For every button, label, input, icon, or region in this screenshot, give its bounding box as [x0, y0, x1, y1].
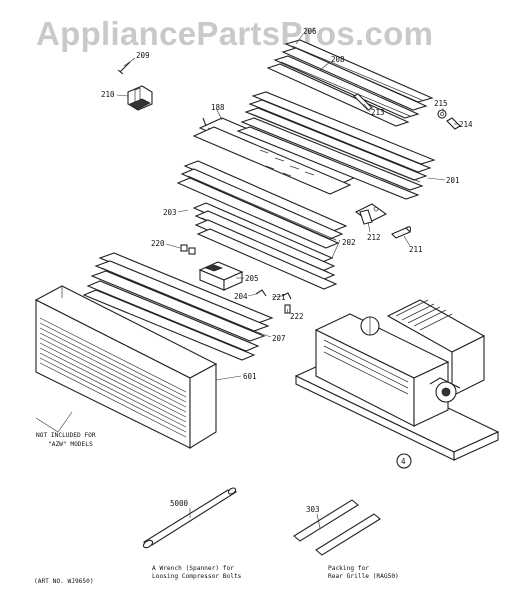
label-206: 206 — [303, 27, 317, 36]
part-201-rail-group — [236, 91, 436, 200]
part-221-clip — [281, 292, 292, 300]
part-215-nut — [437, 109, 447, 119]
callout-4: 4 — [396, 453, 412, 469]
part-204-clip — [255, 289, 267, 297]
notes: NOT INCLUDED FOR "AZW" MODELS A Wrench (… — [34, 432, 399, 585]
label-212: 212 — [367, 233, 381, 242]
label-207: 207 — [272, 334, 286, 343]
label-213: 213 — [371, 108, 385, 117]
part-220-plug — [180, 244, 196, 255]
part-208-rail-set — [266, 39, 434, 127]
part-202-rail-group — [192, 202, 338, 290]
watermark-text: AppliancePartsPros.com — [36, 15, 433, 52]
label-202: 202 — [342, 238, 356, 247]
part-303-packing — [293, 499, 381, 556]
part-labels: 209 210 206 208 188 213 215 214 201 203 … — [101, 27, 473, 514]
label-601: 601 — [243, 372, 257, 381]
chassis-unit — [294, 299, 500, 461]
label-303: 303 — [306, 505, 320, 514]
part-211-hook — [391, 226, 412, 239]
label-211: 211 — [409, 245, 423, 254]
label-208: 208 — [331, 55, 345, 64]
part-209-screw — [117, 61, 131, 75]
note-packing-2: Rear Grille (RAG50) — [328, 573, 399, 580]
part-212-bracket — [354, 203, 388, 225]
part-601-front-cover — [34, 285, 218, 449]
label-188: 188 — [211, 103, 225, 112]
part-222-plug — [284, 304, 291, 314]
part-188-panel — [192, 117, 360, 195]
part-214-screw — [446, 117, 461, 130]
part-207-front-rails — [82, 252, 274, 361]
leader-lines — [35, 33, 458, 529]
label-4: 4 — [401, 457, 406, 466]
label-210: 210 — [101, 90, 115, 99]
note-not-included-1: NOT INCLUDED FOR — [36, 432, 96, 439]
note-not-included-2: "AZW" MODELS — [48, 441, 93, 448]
label-201: 201 — [446, 176, 460, 185]
part-5000-wrench — [142, 487, 238, 549]
part-203-rail — [176, 160, 348, 249]
label-203: 203 — [163, 208, 177, 217]
label-204: 204 — [234, 292, 248, 301]
label-221: 221 — [272, 293, 286, 302]
label-215: 215 — [434, 99, 448, 108]
note-wrench-2: Loosing Compressor Bolts — [152, 573, 242, 580]
label-205: 205 — [245, 274, 259, 283]
note-packing-1: Packing for — [328, 565, 369, 572]
note-art-no: (ART NO. WJ9650) — [34, 578, 94, 585]
label-209: 209 — [136, 51, 150, 60]
part-213-rod — [353, 93, 373, 111]
part-205-control-box — [198, 261, 244, 291]
label-214: 214 — [459, 120, 473, 129]
label-5000: 5000 — [170, 499, 189, 508]
part-210-bracket — [127, 85, 153, 111]
note-wrench-1: A Wrench (Spanner) for — [152, 565, 234, 572]
label-220: 220 — [151, 239, 165, 248]
label-222: 222 — [290, 312, 304, 321]
